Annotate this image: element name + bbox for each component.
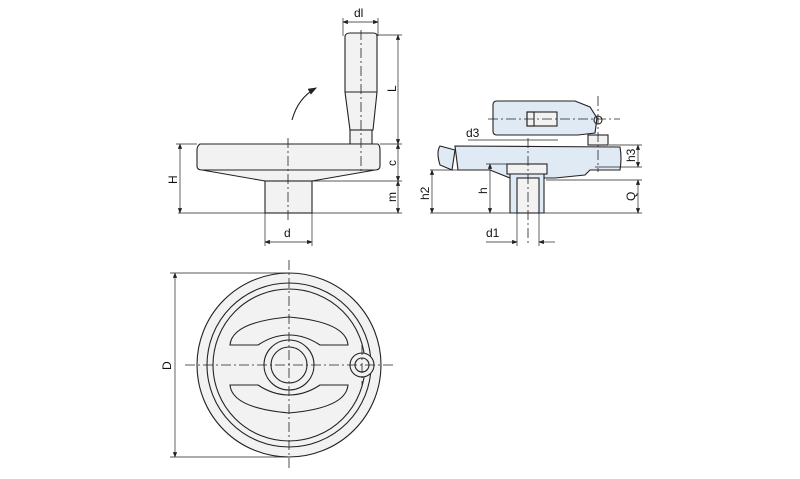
dim-d: d bbox=[284, 226, 291, 240]
dim-d1: d1 bbox=[486, 226, 500, 240]
side-view: dl L c m H d bbox=[166, 6, 402, 246]
dim-D: D bbox=[160, 361, 174, 370]
front-view: D bbox=[160, 260, 395, 470]
dim-m: m bbox=[385, 192, 399, 202]
dim-h3: h3 bbox=[624, 148, 638, 162]
wheel-rim bbox=[196, 143, 381, 171]
handle-grip bbox=[344, 32, 378, 131]
dim-dl: dl bbox=[354, 6, 363, 20]
spoke-window-bottom bbox=[229, 384, 349, 414]
spoke-window-top bbox=[229, 316, 349, 346]
section-view: d3 h3 Q h2 h d1 bbox=[418, 96, 642, 246]
section-hub-top bbox=[506, 163, 548, 175]
dim-h2: h2 bbox=[418, 186, 432, 200]
dim-H: H bbox=[166, 175, 180, 184]
rotation-arrow-icon bbox=[291, 87, 317, 121]
dim-c: c bbox=[385, 160, 399, 166]
wheel-spoke-section bbox=[437, 145, 456, 171]
hub bbox=[264, 180, 313, 214]
dim-d3: d3 bbox=[466, 126, 480, 140]
dim-h: h bbox=[476, 187, 490, 194]
dim-Q: Q bbox=[624, 192, 638, 201]
wheel-web bbox=[201, 169, 376, 182]
dim-L: L bbox=[385, 85, 399, 92]
